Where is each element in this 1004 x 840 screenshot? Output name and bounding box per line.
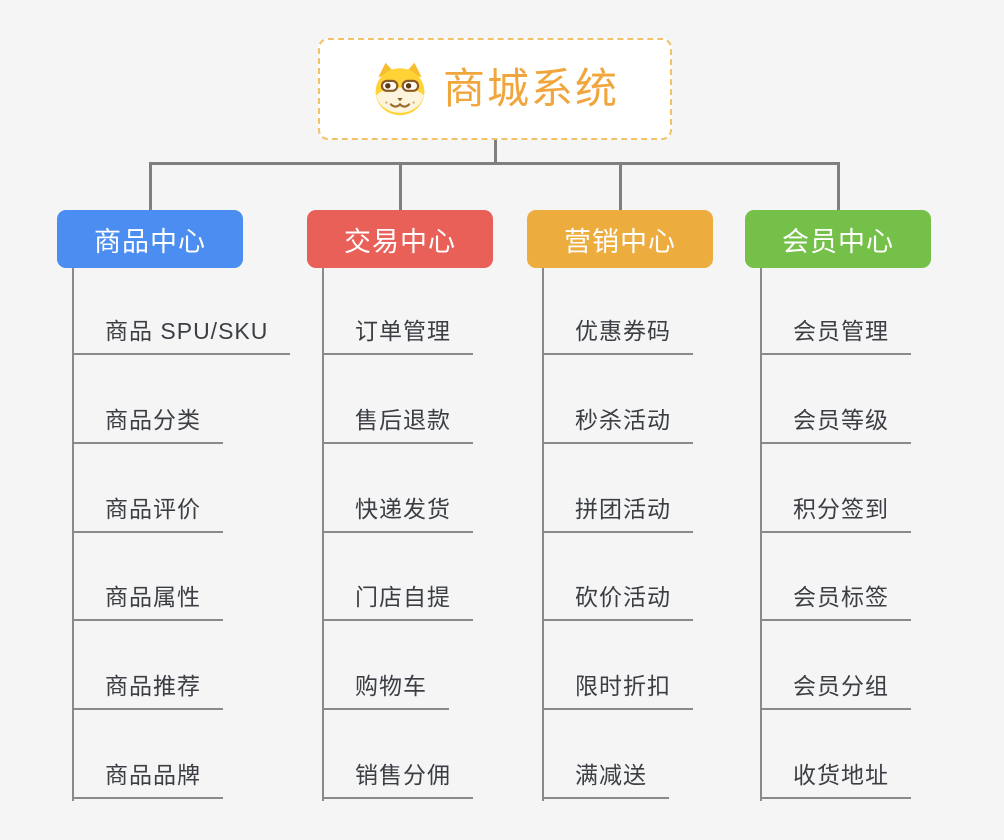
- root-node[interactable]: 商城系统: [318, 38, 672, 140]
- sub-item-label: 门店自提: [355, 584, 451, 610]
- sub-item-label: 商品品牌: [105, 762, 201, 788]
- sub-item-label: 购物车: [355, 673, 427, 699]
- sub-item[interactable]: 商品分类: [72, 400, 223, 444]
- connector-drop-branch1: [149, 164, 152, 210]
- connector-root-drop: [494, 140, 497, 164]
- sub-item[interactable]: 购物车: [322, 666, 449, 710]
- sub-item[interactable]: 快递发货: [322, 489, 473, 533]
- sub-item-label: 积分签到: [793, 496, 889, 522]
- sub-item[interactable]: 售后退款: [322, 400, 473, 444]
- connector-drop-branch4: [837, 164, 840, 210]
- connector-spine-branch2: [322, 268, 324, 801]
- connector-drop-branch2: [399, 164, 402, 210]
- sub-item[interactable]: 商品评价: [72, 489, 223, 533]
- sub-item-label: 商品 SPU/SKU: [105, 318, 269, 344]
- sub-item-label: 销售分佣: [355, 762, 451, 788]
- sub-item-label: 砍价活动: [575, 584, 671, 610]
- branch-label: 会员中心: [782, 226, 894, 257]
- branch-node-product-center[interactable]: 商品中心: [57, 210, 243, 268]
- sub-item[interactable]: 砍价活动: [542, 577, 693, 621]
- sub-item[interactable]: 会员等级: [760, 400, 911, 444]
- sub-item[interactable]: 拼团活动: [542, 489, 693, 533]
- sub-item[interactable]: 销售分佣: [322, 755, 473, 799]
- sub-item-label: 快递发货: [355, 496, 451, 522]
- connector-spine-branch4: [760, 268, 762, 801]
- sub-item[interactable]: 秒杀活动: [542, 400, 693, 444]
- branch-label: 商品中心: [94, 226, 206, 257]
- sub-item[interactable]: 商品品牌: [72, 755, 223, 799]
- sub-item[interactable]: 限时折扣: [542, 666, 693, 710]
- connector-bus: [149, 162, 840, 165]
- sub-item-label: 拼团活动: [575, 496, 671, 522]
- connector-spine-branch3: [542, 268, 544, 801]
- branch-node-member-center[interactable]: 会员中心: [745, 210, 931, 268]
- connector-drop-branch3: [619, 164, 622, 210]
- branch-label: 营销中心: [564, 226, 676, 257]
- branch-node-trade-center[interactable]: 交易中心: [307, 210, 493, 268]
- sub-item-label: 售后退款: [355, 407, 451, 433]
- sub-item[interactable]: 会员分组: [760, 666, 911, 710]
- sub-item-label: 商品属性: [105, 584, 201, 610]
- sub-item[interactable]: 商品 SPU/SKU: [72, 311, 291, 355]
- sub-item[interactable]: 会员管理: [760, 311, 911, 355]
- sub-item-label: 商品评价: [105, 496, 201, 522]
- sub-item-label: 商品推荐: [105, 673, 201, 699]
- sub-item-label: 订单管理: [355, 318, 451, 344]
- dog-face-icon: [375, 62, 425, 116]
- sub-item-label: 满减送: [575, 762, 647, 788]
- root-title: 商城系统: [442, 65, 619, 112]
- sub-item-label: 限时折扣: [575, 673, 671, 699]
- branch-node-marketing-center[interactable]: 营销中心: [527, 210, 713, 268]
- sub-item-label: 优惠券码: [575, 318, 671, 344]
- sub-item-label: 商品分类: [105, 407, 201, 433]
- sub-item-label: 会员管理: [793, 318, 889, 344]
- sub-item[interactable]: 优惠券码: [542, 311, 693, 355]
- sub-item[interactable]: 商品推荐: [72, 666, 223, 710]
- sub-item[interactable]: 会员标签: [760, 577, 911, 621]
- sub-item-label: 会员标签: [793, 584, 889, 610]
- branch-label: 交易中心: [344, 226, 456, 257]
- sub-item-label: 会员等级: [793, 407, 889, 433]
- sub-item[interactable]: 收货地址: [760, 755, 911, 799]
- sub-item-label: 秒杀活动: [575, 407, 671, 433]
- sub-item[interactable]: 门店自提: [322, 577, 473, 621]
- sub-item-label: 会员分组: [793, 673, 889, 699]
- sub-item[interactable]: 商品属性: [72, 577, 223, 621]
- sub-item[interactable]: 满减送: [542, 755, 669, 799]
- sub-item[interactable]: 订单管理: [322, 311, 473, 355]
- sub-item[interactable]: 积分签到: [760, 489, 911, 533]
- sub-item-label: 收货地址: [793, 762, 889, 788]
- connector-spine-branch1: [72, 268, 74, 801]
